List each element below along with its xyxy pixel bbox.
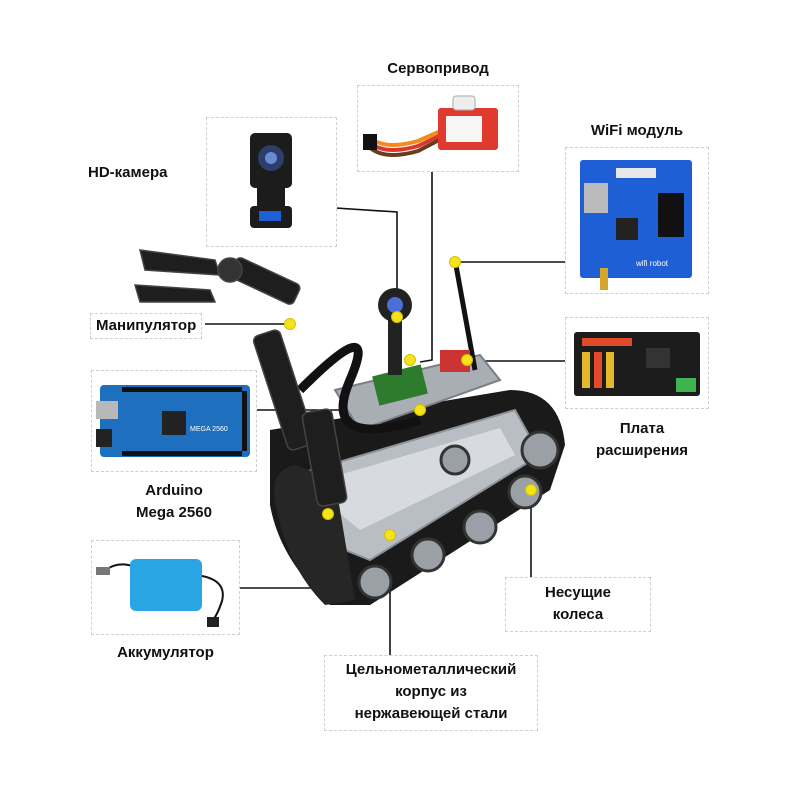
arduino-board-brand: MEGA 2560 <box>190 426 228 433</box>
manipulator-marker <box>284 318 296 330</box>
battery-marker <box>322 508 334 520</box>
battery-image-box <box>91 540 240 635</box>
wifi-image-box: wifi robot <box>565 147 709 294</box>
servo-label: Сервопривод <box>387 60 489 77</box>
arduino-label-line1: Arduino <box>145 482 203 499</box>
wheel <box>410 537 446 573</box>
expansion-board-image-box <box>565 317 709 409</box>
body-marker <box>384 529 396 541</box>
deck-electronics <box>372 364 428 406</box>
wifi-board-brand: wifi robot <box>635 259 669 268</box>
servo-connector <box>419 172 433 363</box>
expansion-board-label-line2: расширения <box>595 441 689 459</box>
manipulator-arm <box>133 249 348 507</box>
servo-illustration <box>363 95 498 157</box>
body-label-line2: корпус из <box>395 682 467 700</box>
arduino-board-illustration: MEGA 2560 <box>96 385 250 457</box>
arduino-label-line2: Mega 2560 <box>136 503 212 521</box>
camera-mast <box>388 320 402 375</box>
camera-image-box <box>206 117 337 247</box>
wheels-label-box <box>505 577 651 632</box>
wheel <box>439 444 471 476</box>
wheels-label-line1: Несущие <box>545 584 611 601</box>
arm-cable <box>296 343 422 434</box>
body-label-line3: нержавеющей стали <box>354 704 508 722</box>
board-marker <box>461 354 473 366</box>
wheel <box>462 509 498 545</box>
body-label-box <box>324 655 538 731</box>
servo-image-box <box>357 85 519 172</box>
wheels-label: Несущие колеса <box>505 582 651 626</box>
wifi-marker <box>449 256 461 268</box>
arduino-marker <box>414 404 426 416</box>
arduino-image-box: MEGA 2560 <box>91 370 257 472</box>
expansion-board-label-line1: Плата <box>619 420 665 437</box>
arduino-label: Arduino Mega 2560 <box>91 480 257 524</box>
wheels-marker <box>525 484 537 496</box>
wifi-board-illustration: wifi robot <box>580 160 692 290</box>
servo-marker <box>404 354 416 366</box>
camera-marker <box>391 311 403 323</box>
manipulator-label: Манипулятор <box>90 313 203 339</box>
wheel <box>357 564 393 600</box>
antenna <box>452 259 478 371</box>
wheels-label-line2: колеса <box>552 605 604 623</box>
expansion-board-label: Плата расширения <box>565 418 719 462</box>
battery-label: Аккумулятор <box>117 644 214 661</box>
body-label: Цельнометаллический корпус из нержавеюще… <box>324 659 538 724</box>
webcam-illustration <box>250 133 292 228</box>
battery-illustration <box>96 559 224 627</box>
wifi-label: WiFi модуль <box>590 122 684 139</box>
camera-label: HD-камера <box>88 164 168 181</box>
body-label-line1: Цельнометаллический <box>345 661 517 678</box>
robot-tank-illustration <box>133 249 565 605</box>
expansion-board-illustration <box>574 332 700 396</box>
drive-sprocket <box>520 430 560 470</box>
